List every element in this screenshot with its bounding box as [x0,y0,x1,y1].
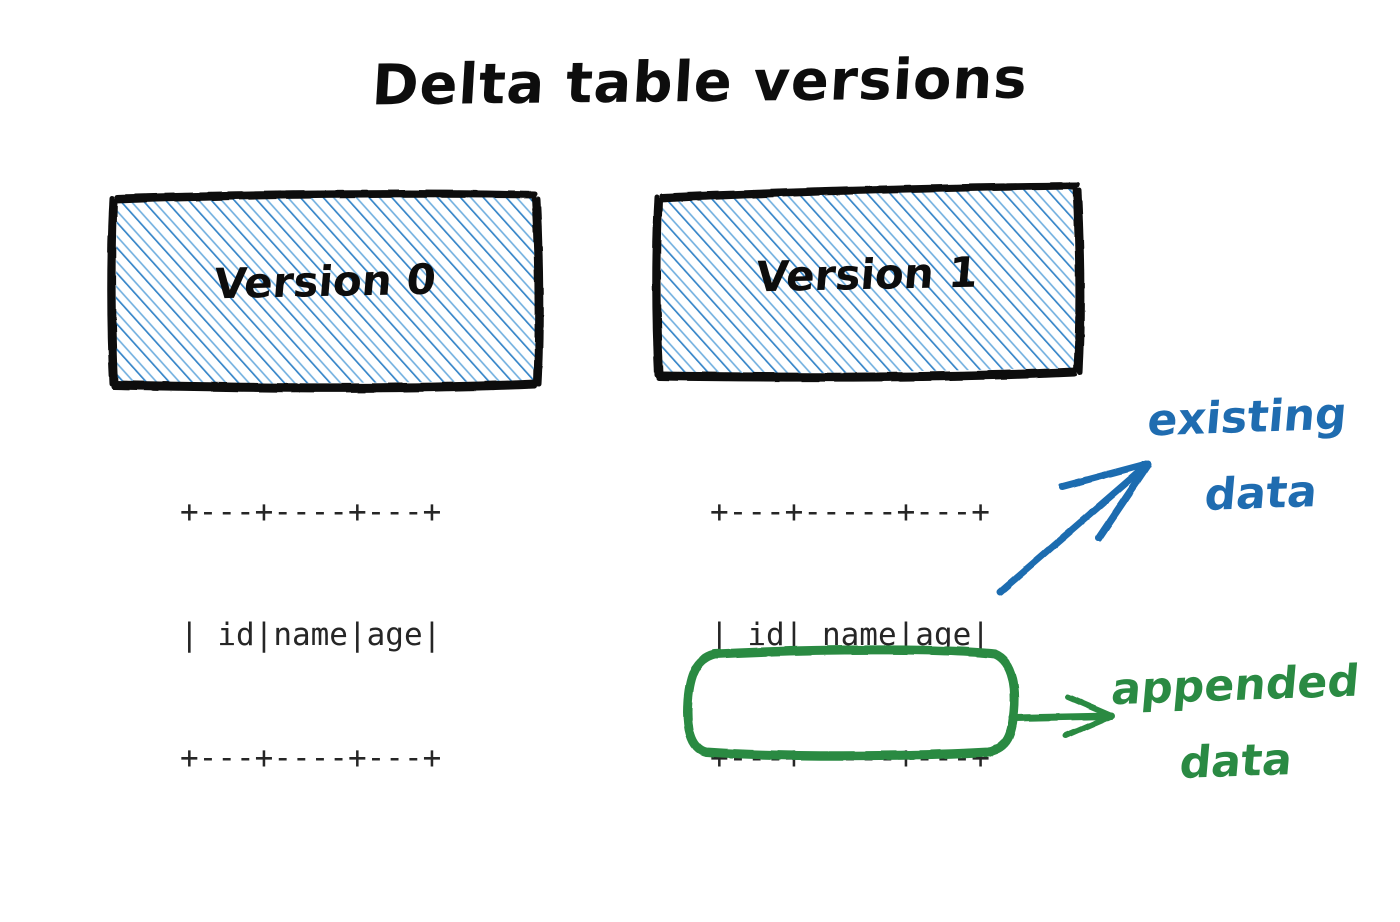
v0-gap [180,861,441,871]
v1-border-top: +---+-----+---+ [710,494,990,530]
version-0-box: Version 0 [105,185,545,395]
version-1-table: +---+-----+---+ | id| name|age| +---+---… [710,410,990,922]
v0-header-row: | id|name|age| [180,617,442,653]
existing-data-annotation-line1: existing [1145,388,1350,447]
version-0-table: +---+----+---+ | id|name|age| +---+----+… [180,410,441,922]
v1-border-mid: +---+-----+---+ [710,740,990,776]
v1-header-row: | id| name|age| [710,617,990,653]
appended-data-annotation-line1: appended [1109,655,1362,716]
existing-data-annotation-line2: data [1202,466,1320,521]
v0-border-mid: +---+----+---+ [180,740,442,776]
appended-data-arrow [1008,694,1116,739]
v1-gap [710,861,990,871]
existing-data-arrow [996,460,1152,596]
appended-data-annotation-line2: data [1177,734,1295,789]
v0-border-top: +---+----+---+ [180,494,442,530]
version-0-box-graphic [107,190,544,393]
page-title: Delta table versions [370,46,1030,119]
version-1-box-graphic [652,182,1085,382]
version-1-box: Version 1 [648,180,1086,385]
